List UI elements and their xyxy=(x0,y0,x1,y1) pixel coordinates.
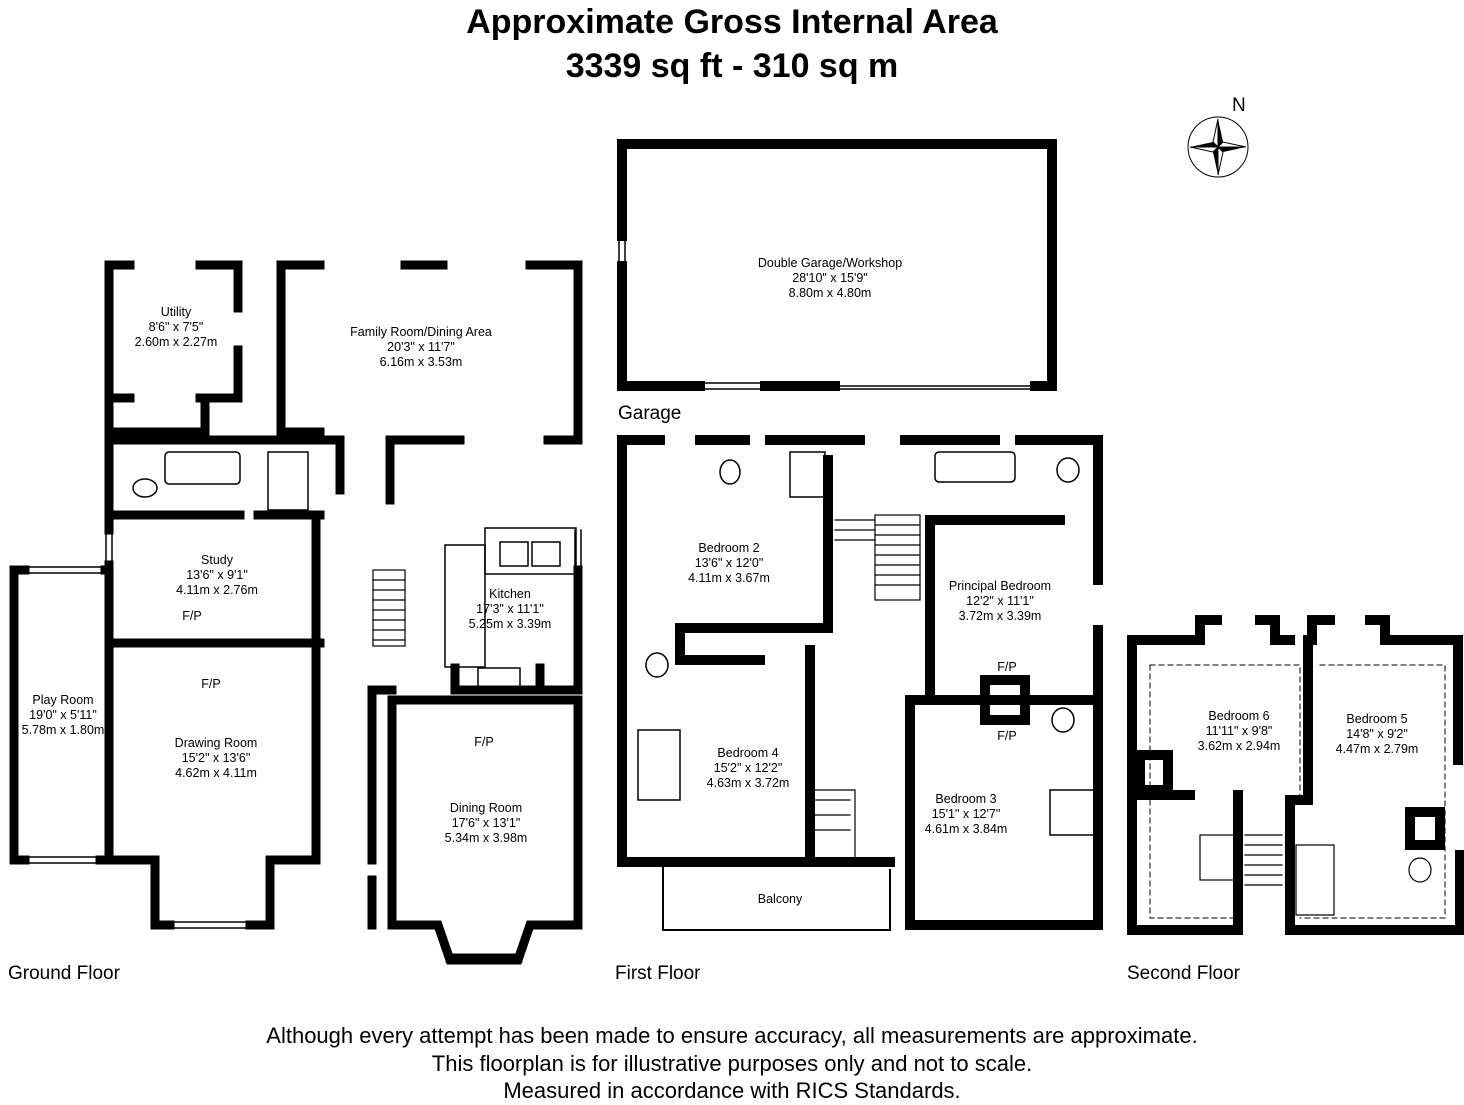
room-metric: 2.60m x 2.27m xyxy=(134,335,218,349)
room-name: Play Room xyxy=(32,693,94,707)
area-title: Approximate Gross Internal Area xyxy=(466,3,998,41)
room-imperial: 13'6" x 9'1" xyxy=(186,568,248,582)
room-imperial: 8'6" x 7'5" xyxy=(148,320,204,334)
room-metric: 5.34m x 3.98m xyxy=(444,831,528,845)
room-name: Study xyxy=(201,553,233,567)
room-kitchen: Kitchen 17'3" x 11'1" 5.25m x 3.39m xyxy=(469,587,552,632)
room-imperial: 13'6" x 12'0" xyxy=(694,556,764,570)
room-imperial: 15'1" x 12'7" xyxy=(931,807,1001,821)
fireplace-label: F/P xyxy=(201,677,221,691)
north-label: N xyxy=(1232,95,1246,116)
room-metric: 5.25m x 3.39m xyxy=(468,617,552,631)
room-double-garage: Double Garage/Workshop 28'10" x 15'9" 8.… xyxy=(758,256,902,301)
room-balcony: Balcony xyxy=(758,892,802,907)
utility-walls xyxy=(104,260,243,437)
room-metric: 6.16m x 3.53m xyxy=(379,355,463,369)
room-bedroom-3: Bedroom 3 15'1" x 12'7" 4.61m x 3.84m xyxy=(925,792,1008,837)
room-play-room: Play Room 19'0" x 5'11" 5.78m x 1.80m xyxy=(22,693,105,738)
room-metric: 4.11m x 2.76m xyxy=(176,583,258,597)
room-bedroom-2: Bedroom 2 13'6" x 12'0" 4.11m x 3.67m xyxy=(688,541,770,586)
room-name: Double Garage/Workshop xyxy=(757,256,903,270)
disclaimer-line-3: Measured in accordance with RICS Standar… xyxy=(503,1078,961,1103)
disclaimer-line-1: Although every attempt has been made to … xyxy=(266,1023,1198,1048)
room-name: Bedroom 6 xyxy=(1208,709,1270,723)
ground-bathroom xyxy=(132,451,309,511)
first-floor-walls xyxy=(617,435,1103,930)
first-floor-fixtures xyxy=(637,451,1096,836)
ground-floor-walls xyxy=(104,435,583,965)
window-lines xyxy=(24,529,582,929)
garage-openings xyxy=(618,235,1036,390)
compass-rose-icon xyxy=(1187,116,1249,178)
room-name: Utility xyxy=(160,305,192,319)
room-metric: 4.47m x 2.79m xyxy=(1335,742,1419,756)
room-name: Principal Bedroom xyxy=(948,579,1052,593)
second-floor-fixtures xyxy=(1199,834,1432,916)
room-metric: 8.80m x 4.80m xyxy=(788,286,872,300)
room-name: Family Room/Dining Area xyxy=(350,325,492,339)
room-study: Study 13'6" x 9'1" 4.11m x 2.76m xyxy=(176,553,258,598)
room-imperial: 20'3" x 11'7" xyxy=(387,340,455,354)
room-utility: Utility 8'6" x 7'5" 2.60m x 2.27m xyxy=(135,305,218,350)
room-metric: 4.11m x 3.67m xyxy=(688,571,770,585)
room-imperial: 14'8" x 9'2" xyxy=(1346,727,1408,741)
room-imperial: 17'3" x 11'1" xyxy=(476,602,544,616)
room-name: Dining Room xyxy=(449,801,523,815)
second-floor-walls xyxy=(1127,615,1464,935)
room-bedroom-4: Bedroom 4 15'2" x 12'2" 4.63m x 3.72m xyxy=(707,746,790,791)
room-metric: 4.62m x 4.11m xyxy=(175,766,257,780)
area-total: 3339 sq ft - 310 sq m xyxy=(565,47,899,85)
room-bedroom-5: Bedroom 5 14'8" x 9'2" 4.47m x 2.79m xyxy=(1336,712,1419,757)
room-drawing-room: Drawing Room 15'2" x 13'6" 4.62m x 4.11m xyxy=(175,736,258,781)
garage-walls xyxy=(617,139,1057,391)
room-name: Bedroom 4 xyxy=(717,746,779,760)
room-family-room: Family Room/Dining Area 20'3" x 11'7" 6.… xyxy=(350,325,492,370)
room-principal-bedroom: Principal Bedroom 12'2" x 11'1" 3.72m x … xyxy=(949,579,1051,624)
room-bedroom-6: Bedroom 6 11'11" x 9'8" 3.62m x 2.94m xyxy=(1198,709,1281,754)
kitchen-counter xyxy=(444,527,577,691)
floor-label-first: First Floor xyxy=(615,963,701,984)
fireplace-label: F/P xyxy=(182,609,202,623)
fireplace-label: F/P xyxy=(997,660,1017,674)
ground-stairs xyxy=(372,569,406,647)
room-metric: 5.78m x 1.80m xyxy=(21,723,105,737)
room-metric: 3.62m x 2.94m xyxy=(1197,739,1281,753)
first-floor-balcony xyxy=(662,861,891,931)
play-room-walls xyxy=(9,565,114,865)
floor-label-second: Second Floor xyxy=(1127,963,1241,984)
room-imperial: 17'6" x 13'1" xyxy=(451,816,521,830)
room-name: Bedroom 2 xyxy=(698,541,760,555)
first-floor-stairs xyxy=(814,514,921,861)
family-room-walls xyxy=(276,260,583,445)
room-imperial: 28'10" x 15'9" xyxy=(792,271,868,285)
garage-label: Garage xyxy=(618,403,682,424)
fireplace-label: F/P xyxy=(997,729,1017,743)
room-imperial: 15'2" x 13'6" xyxy=(181,751,251,765)
room-metric: 4.61m x 3.84m xyxy=(924,822,1008,836)
room-imperial: 19'0" x 5'11" xyxy=(29,708,97,722)
room-name: Bedroom 3 xyxy=(935,792,997,806)
room-name: Bedroom 5 xyxy=(1346,712,1408,726)
room-imperial: 11'11" x 9'8" xyxy=(1205,724,1273,738)
room-name: Kitchen xyxy=(489,587,531,601)
disclaimer-line-2: This floorplan is for illustrative purpo… xyxy=(431,1051,1033,1076)
room-name: Balcony xyxy=(757,892,803,906)
floor-label-ground: Ground Floor xyxy=(8,963,120,984)
second-floor-dashed xyxy=(1149,664,1446,919)
room-dining-room: Dining Room 17'6" x 13'1" 5.34m x 3.98m xyxy=(445,801,528,846)
room-imperial: 12'2" x 11'1" xyxy=(966,594,1034,608)
room-name: Drawing Room xyxy=(174,736,258,750)
fireplace-label: F/P xyxy=(474,735,494,749)
room-metric: 4.63m x 3.72m xyxy=(706,776,790,790)
room-metric: 3.72m x 3.39m xyxy=(958,609,1042,623)
room-imperial: 15'2" x 12'2" xyxy=(713,761,783,775)
